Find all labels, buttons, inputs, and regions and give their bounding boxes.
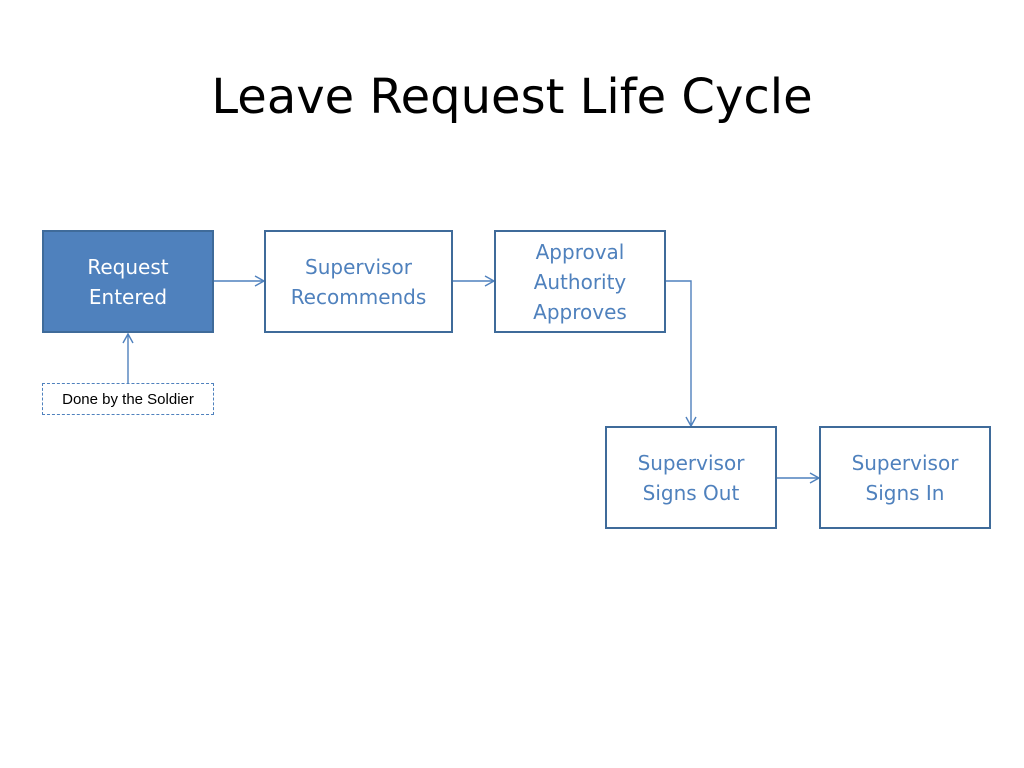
note-done-by-soldier: Done by the Soldier	[42, 383, 214, 415]
node-supervisor-recommends: Supervisor Recommends	[264, 230, 453, 333]
node-supervisor-signs-in: Supervisor Signs In	[819, 426, 991, 529]
arrow-approval-to-supervisor-signs-out	[666, 280, 697, 428]
slide-title: Leave Request Life Cycle	[211, 69, 813, 125]
node-request-entered: Request Entered	[42, 230, 214, 333]
node-approval-authority-approves: Approval Authority Approves	[494, 230, 666, 333]
node-supervisor-signs-out: Supervisor Signs Out	[605, 426, 777, 529]
